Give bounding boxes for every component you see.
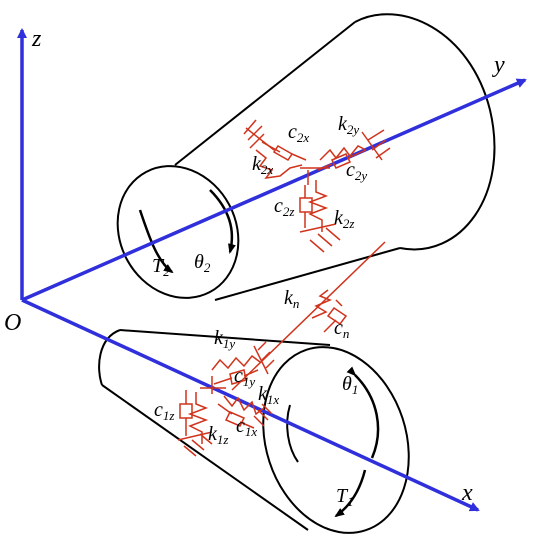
spring-k1y — [211, 354, 261, 371]
label-cn: cn — [334, 317, 349, 341]
gear2-rotation-arrow-left — [138, 209, 174, 274]
mesh-line — [231, 241, 386, 391]
gear1-torque-label: T1 — [336, 485, 354, 509]
label-kn: kn — [284, 287, 299, 311]
label-k2z: k2z — [334, 207, 354, 231]
spring-k2z — [307, 180, 329, 232]
label-c1z: c1z — [154, 399, 174, 423]
damper-c1z — [179, 390, 193, 436]
spring-k2x — [255, 149, 303, 179]
gear1-rotation-arrow-lower — [334, 469, 367, 518]
spring-k1x — [223, 395, 265, 416]
spring-k1z — [187, 392, 209, 444]
gear2-cone-bottom-generator — [214, 247, 401, 301]
gear2-cone-top-generator — [174, 21, 356, 166]
gear1-cone — [98, 329, 410, 534]
damper-c1y — [213, 369, 259, 385]
gear1-cone-top-generator — [119, 329, 331, 346]
gear2-torque-label: T2 — [152, 255, 170, 279]
damper-c1x — [217, 403, 255, 429]
x-axis-label: x — [461, 480, 473, 506]
label-c2z: c2z — [274, 195, 294, 219]
damper-cn — [323, 299, 348, 333]
support-springs-gear2 — [243, 119, 391, 253]
ground-hatch-1y — [253, 341, 275, 375]
damper-c2y — [317, 149, 367, 171]
support-springs-gear1 — [177, 341, 275, 457]
connector-2 — [300, 167, 330, 185]
z-axis-label: z — [31, 26, 42, 52]
ground-hatch-2y — [361, 129, 391, 161]
spring-labels: c2x k2x k2y c2y c2z k2z kn cn k1y c1y k1 — [154, 113, 367, 447]
label-c2x: c2x — [288, 121, 309, 145]
gear1-rotation-label: θ1 — [342, 373, 358, 397]
coordinate-axes — [17, 28, 527, 512]
label-k2x: k2x — [252, 153, 273, 177]
ground-hatch-2z — [299, 223, 341, 253]
label-c1x: c1x — [236, 415, 257, 439]
y-axis-label: y — [492, 52, 505, 78]
gear1-cone-small-end — [98, 329, 121, 386]
gear2-labels: T2 θ2 — [152, 251, 211, 279]
connector-1 — [200, 376, 226, 394]
gear1-cone-bottom-generator — [101, 384, 309, 531]
gear1-large-end-face — [262, 346, 410, 534]
gear2-cone-large-end — [354, 13, 496, 251]
damper-c2x — [261, 141, 307, 161]
mesh-spring-damper — [311, 289, 348, 333]
ground-hatch-1z — [177, 431, 213, 457]
gear1-rotation-arrow-left — [286, 404, 299, 463]
spring-k2y — [319, 145, 367, 161]
ground-hatch-2x — [243, 119, 275, 151]
spring-kn — [311, 289, 332, 319]
label-k1y: k1y — [214, 327, 235, 351]
axis-labels: z y x O — [4, 26, 505, 506]
gear2-rotation-label: θ2 — [194, 251, 211, 275]
y-axis — [21, 78, 527, 302]
damper-c2z — [299, 185, 313, 228]
origin-label: O — [4, 310, 21, 336]
label-k1x: k1x — [258, 383, 279, 407]
ground-hatch-1x — [253, 403, 273, 427]
gear1-rotation-arrow-right — [346, 366, 380, 459]
label-c1y: c1y — [234, 365, 255, 389]
gear2-rotation-arrow-right — [209, 189, 236, 254]
label-k1z: k1z — [208, 423, 228, 447]
label-k2y: k2y — [338, 113, 359, 137]
gear2-small-end-face — [116, 165, 240, 299]
gear1-labels: T1 θ1 — [336, 373, 358, 509]
label-c2y: c2y — [346, 159, 367, 183]
